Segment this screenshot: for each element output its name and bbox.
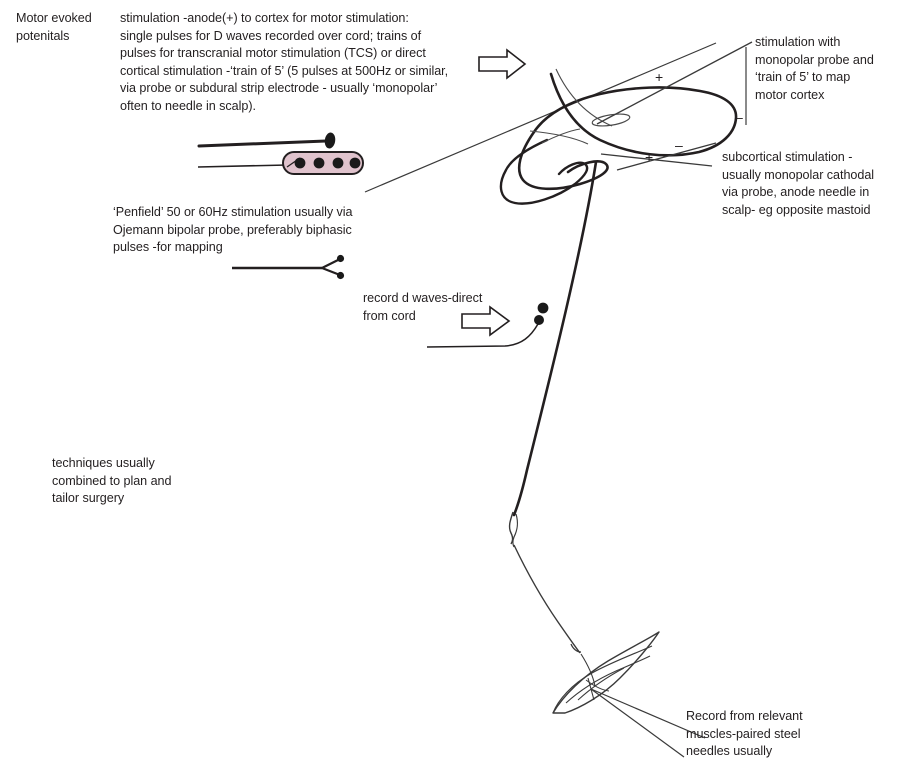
strip-electrode-contact: [349, 157, 361, 169]
arrow-to-cord: [461, 305, 511, 337]
note-record-from-muscles: Record from relevant muscles-paired stee…: [686, 709, 803, 759]
d-wave-electrode-contact: [537, 302, 549, 314]
spinal-cord: [512, 160, 598, 517]
monopolar-needle-electrode: [197, 132, 336, 149]
note-techniques-combined: techniques usually combined to plan and …: [52, 456, 172, 506]
muscle-fiber: [577, 667, 625, 701]
page-title: Motor evoked potenitals: [16, 11, 92, 43]
monopolar-needle-tip: [324, 132, 336, 149]
muscle-fiber: [585, 679, 610, 692]
subcortical-probe-line-anode: [600, 153, 713, 167]
d-wave-electrode-contact: [534, 315, 544, 325]
strip-electrode-contact: [294, 157, 306, 169]
paired-steel-needles: [587, 677, 706, 758]
note-record-d-waves: record d waves-direct from cord: [363, 291, 483, 323]
target-muscle: [552, 631, 660, 714]
muscle-fiber: [580, 653, 596, 687]
arrow-to-cortex: [478, 48, 527, 80]
cortex-outline-main: [517, 72, 738, 191]
cortex-outline-lower: [499, 138, 589, 205]
subdural-strip-electrode: [197, 151, 364, 175]
bipolar-probe-tine-lower: [321, 266, 341, 277]
penfield-leader-line: [364, 42, 717, 193]
bipolar-probe-tine-upper: [321, 258, 341, 269]
polarity-mark-subcortical-anode: +: [645, 149, 654, 165]
brain-cortex-sketch: [499, 68, 738, 205]
nerve-root: [512, 513, 519, 548]
bipolar-probe-tip: [336, 254, 345, 263]
peripheral-nerve: [508, 511, 582, 654]
note-penfield-stimulation: ‘Penfield’ 50 or 60Hz stimulation usuall…: [113, 205, 353, 255]
note-monopolar-mapping: stimulation with monopolar probe and ‘tr…: [755, 35, 874, 102]
subcortical-probe: [600, 142, 717, 171]
nerve-branch: [570, 643, 582, 653]
strip-electrode-contact: [313, 157, 325, 169]
strip-electrode-contact: [332, 157, 344, 169]
cortex-sulcus: [555, 68, 613, 127]
ojemann-bipolar-probe: [232, 254, 345, 280]
subcortical-probe-line-cathode: [616, 142, 717, 171]
needle-insertion-mark: [587, 677, 595, 701]
d-wave-electrode: [426, 302, 549, 348]
cortex-sulcus: [541, 128, 581, 144]
monopolar-needle-shaft: [197, 139, 328, 148]
muscle-fiber: [565, 655, 651, 704]
nerve-trunk: [513, 544, 581, 654]
cortex-surface-electrode: [591, 113, 631, 127]
cortex-sulcus: [529, 130, 589, 145]
polarity-mark-cortical-cathode: –: [735, 109, 743, 125]
d-wave-electrode-lead: [426, 323, 539, 348]
steel-needle: [590, 688, 685, 758]
nerve-root: [508, 511, 514, 545]
note-motor-stimulation: stimulation -anode(+) to cortex for moto…: [120, 11, 449, 113]
bipolar-probe-tip: [336, 271, 345, 280]
cortical-monopolar-probe: [596, 41, 753, 125]
polarity-mark-subcortical-cathode: –: [675, 137, 683, 153]
note-subcortical-stimulation: subcortical stimulation - usually monopo…: [722, 150, 875, 217]
strip-electrode-lead: [197, 164, 289, 168]
muscle-fiber: [552, 645, 653, 714]
cortical-probe-line-anode: [596, 41, 753, 125]
steel-needle: [590, 688, 706, 739]
polarity-mark-cortical-anode: +: [655, 69, 664, 85]
